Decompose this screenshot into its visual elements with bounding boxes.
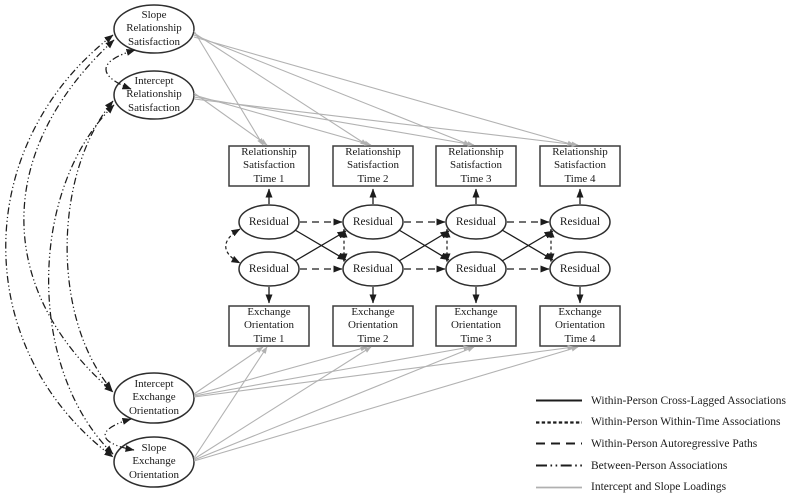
- legend-item-label: Intercept and Slope Loadings: [591, 481, 727, 494]
- legend-item: Within-Person Autoregressive Paths: [536, 433, 798, 455]
- box-eo-time1: [228, 305, 310, 347]
- box-rs-time4: [539, 145, 621, 187]
- residual-shapes: [238, 204, 611, 287]
- legend-item: Within-Person Cross-Lagged Associations: [536, 390, 798, 412]
- box-eo-time3: [435, 305, 517, 347]
- legend-item: Between-Person Associations: [536, 455, 798, 477]
- residual-top-2: [342, 204, 404, 240]
- legend-short-dash-line-sample: [536, 421, 582, 424]
- legend-dash-dot-dot-line-sample: [536, 464, 582, 467]
- legend-item: Intercept and Slope Loadings: [536, 476, 798, 498]
- residual-bottom-3: [445, 251, 507, 287]
- box-rs-time1: [228, 145, 310, 187]
- legend-item-label: Within-Person Within-Time Associations: [591, 416, 781, 429]
- box-rs-time3: [435, 145, 517, 187]
- legend-item-label: Within-Person Cross-Lagged Associations: [591, 394, 787, 407]
- latent-ellipse-slope-rs: [113, 4, 195, 54]
- latent-ellipse-intercept-eo: [113, 372, 195, 424]
- between-person-arcs: [5, 34, 136, 458]
- box-rs-time2: [332, 145, 414, 187]
- latent-ellipse-intercept-rs: [113, 70, 195, 120]
- legend-long-dash-line-sample: [536, 442, 582, 446]
- box-eo-time4: [539, 305, 621, 347]
- legend-solid-line-sample: [536, 399, 582, 402]
- residual-bottom-2: [342, 251, 404, 287]
- legend-item-label: Between-Person Associations: [591, 459, 728, 472]
- legend-gray-line-sample: [536, 486, 582, 489]
- within-time-links: [225, 228, 555, 264]
- latent-ellipse-slope-eo: [113, 436, 195, 488]
- residual-bottom-1: [238, 251, 300, 287]
- residual-to-box-arrows: [265, 188, 584, 304]
- residual-top-4: [549, 204, 611, 240]
- cross-lagged-paths: [294, 229, 554, 262]
- residual-top-1: [238, 204, 300, 240]
- legend-item-label: Within-Person Autoregressive Paths: [591, 437, 758, 450]
- legend: Within-Person Cross-Lagged Associations …: [536, 390, 798, 498]
- residual-bottom-4: [549, 251, 611, 287]
- legend-item: Within-Person Within-Time Associations: [536, 412, 798, 434]
- box-eo-time2: [332, 305, 414, 347]
- observed-box-shapes: [228, 145, 621, 347]
- latent-shapes: [113, 4, 195, 488]
- autoregressive-paths: [300, 218, 550, 273]
- loading-lines: [193, 30, 579, 462]
- residual-top-3: [445, 204, 507, 240]
